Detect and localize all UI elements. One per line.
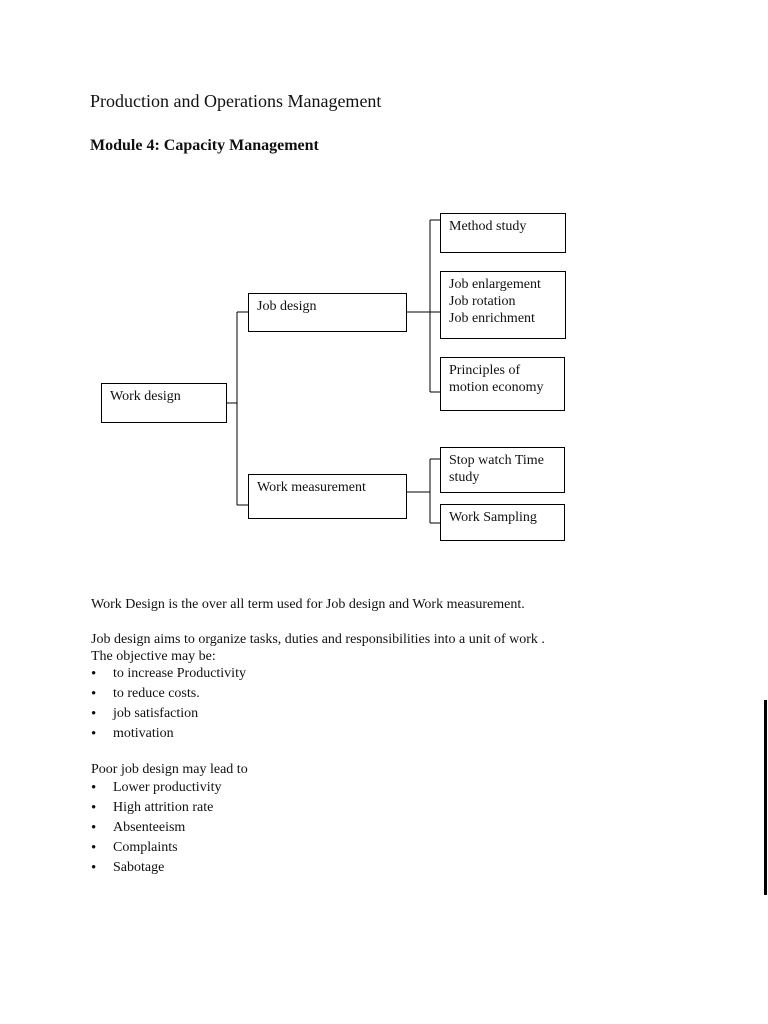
node-label: Stop watch Time <box>449 453 544 468</box>
list-item: to increase Productivity <box>91 664 246 684</box>
module-heading: Module 4: Capacity Management <box>90 137 319 154</box>
objective-intro: The objective may be: <box>91 649 216 664</box>
job-design-aim-paragraph: Job design aims to organize tasks, dutie… <box>91 632 545 647</box>
node-label: Method study <box>449 219 527 234</box>
list-item: Lower productivity <box>91 778 221 798</box>
node-label: Work Sampling <box>449 510 537 525</box>
list-item: Sabotage <box>91 858 221 878</box>
node-stopwatch-time-study: Stop watch Time study <box>440 447 565 493</box>
node-label: study <box>449 470 480 485</box>
node-label: Work measurement <box>257 480 366 495</box>
node-job-design: Job design <box>248 293 407 332</box>
node-work-measurement: Work measurement <box>248 474 407 519</box>
definition-paragraph: Work Design is the over all term used fo… <box>91 597 525 612</box>
node-label: Principles of <box>449 363 521 378</box>
page-edge-bar <box>764 700 767 895</box>
node-label: Job enrichment <box>449 311 535 326</box>
list-item: to reduce costs. <box>91 684 246 704</box>
node-work-design: Work design <box>101 383 227 423</box>
node-job-enlargement-rotation-enrichment: Job enlargement Job rotation Job enrichm… <box>440 271 566 339</box>
node-label: Work design <box>110 389 181 404</box>
node-label: Job rotation <box>449 294 516 309</box>
node-label: Job design <box>257 299 317 314</box>
node-label: motion economy <box>449 380 544 395</box>
node-method-study: Method study <box>440 213 566 253</box>
list-item: High attrition rate <box>91 798 221 818</box>
node-label: Job enlargement <box>449 277 541 292</box>
list-item: motivation <box>91 724 246 744</box>
list-item: Absenteeism <box>91 818 221 838</box>
list-item: job satisfaction <box>91 704 246 724</box>
poor-design-intro: Poor job design may lead to <box>91 762 248 777</box>
node-principles-motion-economy: Principles of motion economy <box>440 357 565 411</box>
node-work-sampling: Work Sampling <box>440 504 565 541</box>
list-item: Complaints <box>91 838 221 858</box>
poor-effects-list: Lower productivity High attrition rate A… <box>91 778 221 878</box>
objectives-list: to increase Productivity to reduce costs… <box>91 664 246 744</box>
page-title: Production and Operations Management <box>90 91 382 111</box>
